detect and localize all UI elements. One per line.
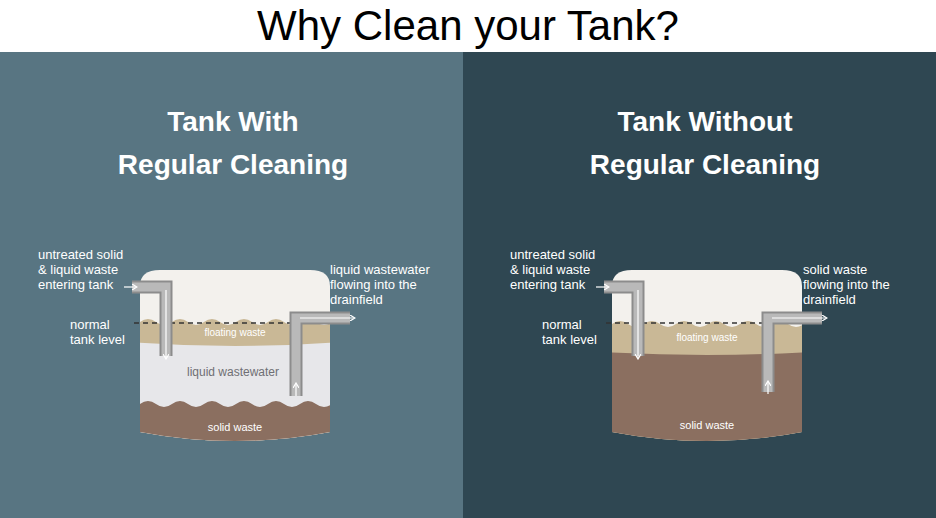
waste-layer: solid waste — [170, 410, 300, 444]
callout-label: normal tank level — [70, 317, 132, 347]
waste-layer: floating waste — [647, 326, 767, 348]
waste-layer: floating waste — [180, 322, 290, 342]
panel-heading: Tank With Regular Cleaning — [113, 100, 353, 186]
callout-label: untreated solid & liquid waste entering … — [510, 247, 600, 292]
layer-label: floating waste — [676, 332, 737, 343]
layer-label: solid waste — [208, 421, 262, 433]
layer-label: floating waste — [204, 327, 265, 338]
waste-layer: liquid wastewater — [176, 350, 290, 394]
callout-label: untreated solid & liquid waste entering … — [38, 247, 128, 292]
tank-right — [596, 260, 826, 460]
waste-layer: solid waste — [632, 402, 782, 448]
panel-heading: Tank Without Regular Cleaning — [585, 100, 825, 186]
layer-label: liquid wastewater — [187, 365, 279, 379]
page-title: Why Clean your Tank? — [0, 2, 936, 50]
callout-label: solid waste flowing into the drainfield — [803, 262, 903, 307]
callout-label: normal tank level — [542, 317, 604, 347]
tank-left — [124, 260, 354, 460]
layer-label: solid waste — [680, 419, 734, 431]
callout-label: liquid wastewater flowing into the drain… — [330, 262, 444, 307]
